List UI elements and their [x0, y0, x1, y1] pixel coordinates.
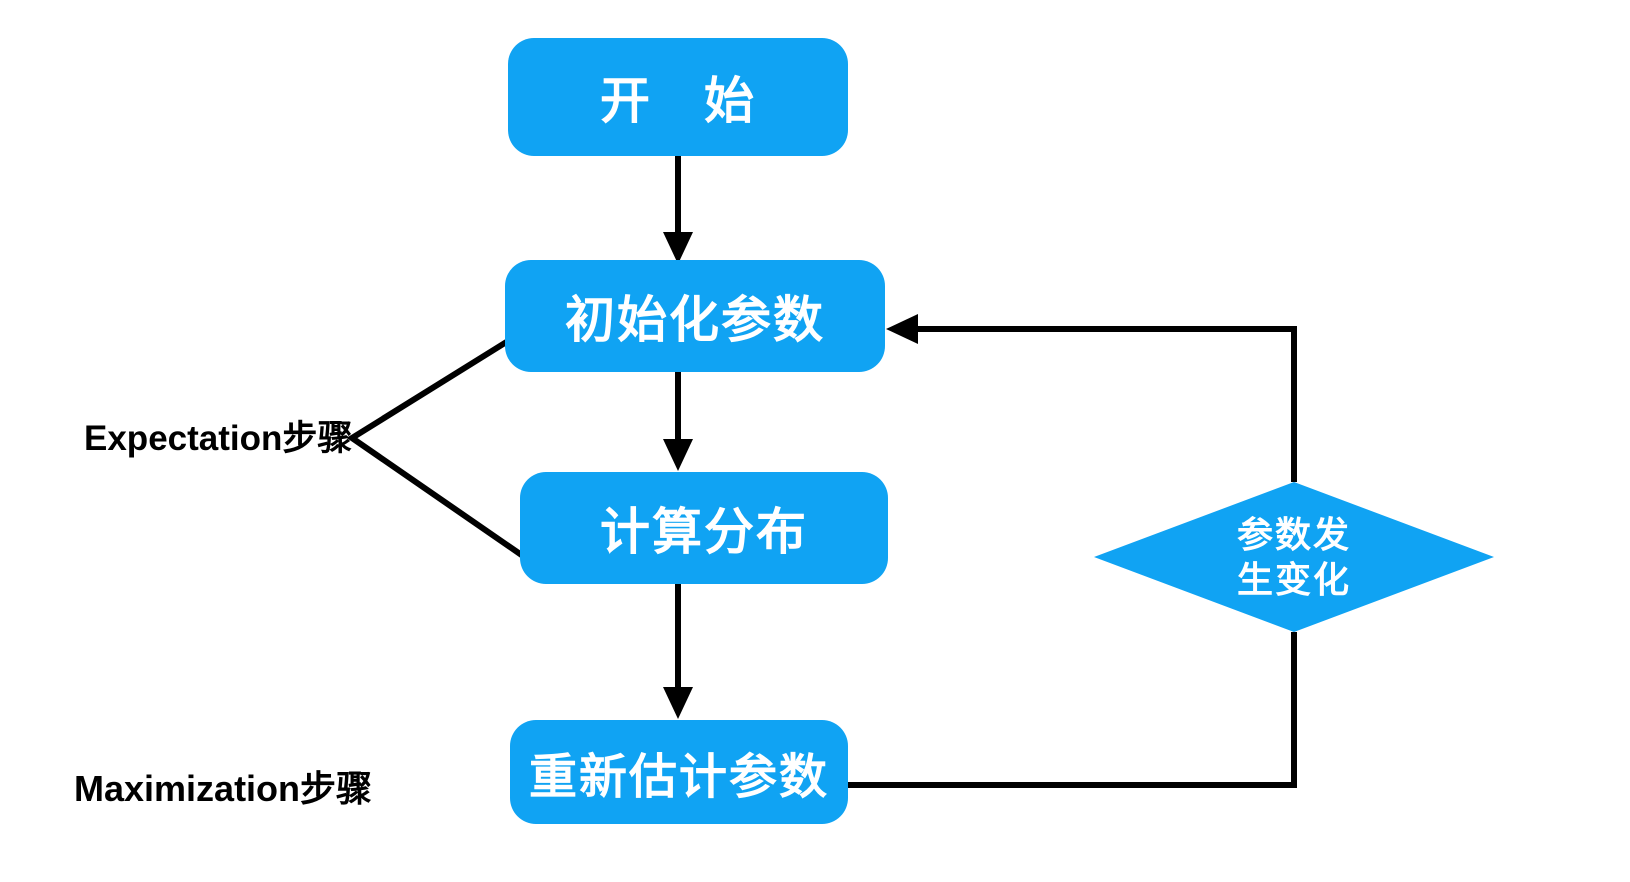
- maximization-step-label: Maximization步骤: [74, 768, 373, 809]
- arrow-init-to-compute-head: [663, 439, 693, 471]
- arrow-start-to-init-head: [663, 232, 693, 264]
- expectation-step-label: Expectation步骤: [84, 419, 353, 458]
- edge-decision-to-init: [916, 326, 1297, 482]
- flowchart-node-compute-distribution-label: 计算分布: [600, 504, 808, 560]
- flowchart-node-initialize-params: 初始化参数: [505, 260, 885, 372]
- flowchart-node-reestimate-params: 重新估计参数: [510, 720, 848, 824]
- flowchart-node-start-label: 开 始: [600, 73, 756, 129]
- flowchart-node-reestimate-params-label: 重新估计参数: [528, 751, 829, 804]
- decision-diamond-label: 参数发 生变化: [1094, 482, 1494, 632]
- expectation-bracket: [346, 338, 525, 559]
- flowchart-node-compute-distribution: 计算分布: [520, 472, 888, 584]
- edge-reestimate-to-decision: [848, 632, 1297, 788]
- decision-diamond: [1094, 482, 1494, 632]
- arrow-compute-to-reestimate-head: [663, 687, 693, 719]
- flowchart-node-start: 开 始: [508, 38, 848, 156]
- decision-diamond-label-line1: 参数发: [1236, 514, 1351, 555]
- arrow-decision-to-init-head: [886, 314, 918, 344]
- decision-diamond-label-line2: 生变化: [1236, 559, 1351, 600]
- flowchart-node-initialize-params-label: 初始化参数: [565, 292, 825, 348]
